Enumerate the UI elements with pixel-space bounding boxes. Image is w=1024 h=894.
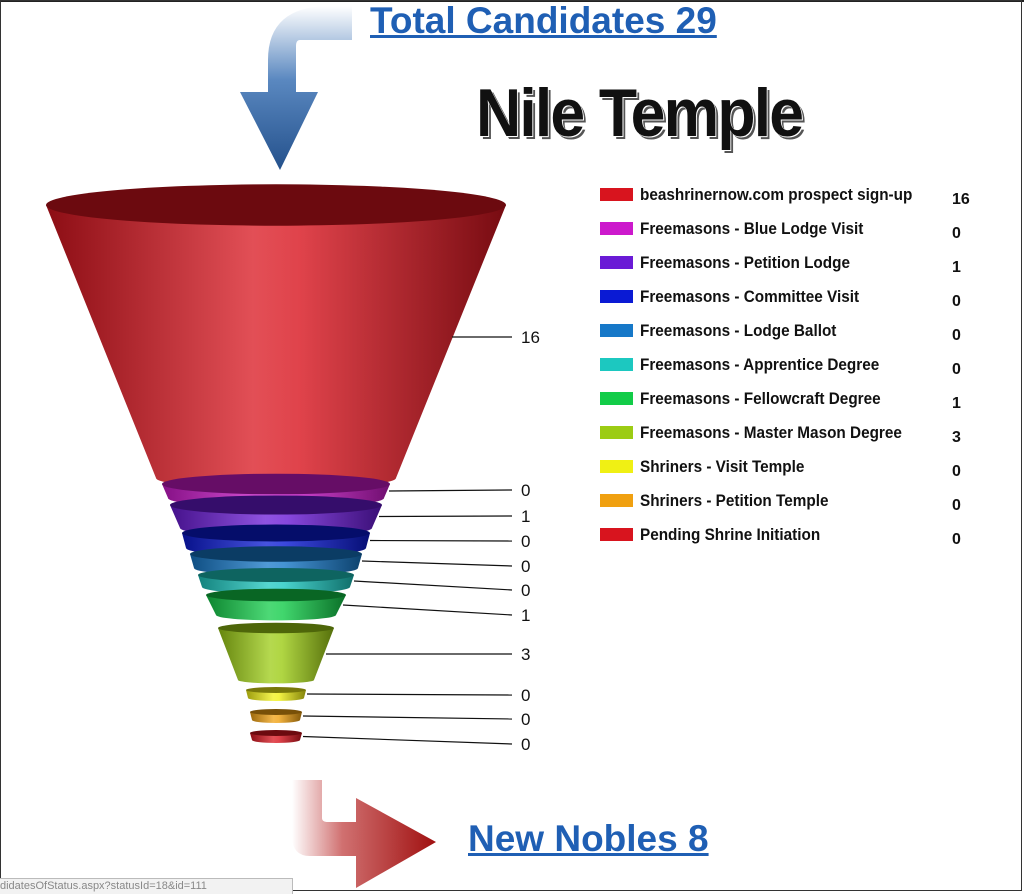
funnel-value-6: 1 (521, 606, 530, 625)
legend-label: Shriners - Petition Temple (640, 491, 829, 510)
leader-line-6 (342, 604, 513, 616)
legend-item: Freemasons - Apprentice Degree 0 (600, 355, 980, 389)
funnel-value-0: 16 (521, 328, 540, 347)
legend-swatch (600, 494, 633, 507)
legend-swatch (600, 392, 633, 405)
leader-line-5 (353, 580, 513, 591)
legend-swatch (600, 188, 633, 201)
funnel-leader-lines (302, 336, 513, 745)
funnel-value-7: 3 (521, 645, 530, 664)
legend-value: 16 (952, 191, 970, 208)
new-nobles-link[interactable]: New Nobles 8 (468, 818, 709, 859)
leader-line-2 (378, 515, 513, 518)
legend-label: Freemasons - Apprentice Degree (640, 355, 880, 374)
legend-item: Shriners - Visit Temple 0 (600, 457, 980, 491)
legend-swatch (600, 290, 633, 303)
legend-item: Pending Shrine Initiation 0 (600, 525, 980, 559)
leader-line-9 (302, 715, 513, 720)
funnel-value-2: 1 (521, 507, 530, 526)
legend-label: Pending Shrine Initiation (640, 525, 821, 544)
legend-label: Freemasons - Master Mason Degree (640, 423, 902, 442)
funnel-segment-9 (250, 709, 302, 723)
legend-label: Freemasons - Fellowcraft Degree (640, 389, 881, 408)
browser-status-bar: didatesOfStatus.aspx?statusId=18&id=111 (0, 878, 293, 894)
legend-label: Freemasons - Lodge Ballot (640, 321, 837, 340)
funnel-value-10: 0 (521, 735, 530, 754)
funnel-value-3: 0 (521, 532, 530, 551)
legend-item: Freemasons - Lodge Ballot 0 (600, 321, 980, 355)
funnel-segment-8 (246, 687, 306, 701)
leader-line-4 (361, 560, 513, 567)
leader-line-8 (306, 693, 513, 696)
legend-item: Freemasons - Petition Lodge 1 (600, 253, 980, 287)
legend-value: 1 (952, 395, 961, 412)
legend-swatch (600, 256, 633, 269)
legend-item: Freemasons - Committee Visit 0 (600, 287, 980, 321)
legend-swatch (600, 222, 633, 235)
funnel-value-labels: 16 0 1 0 0 0 1 3 0 0 0 (521, 328, 540, 754)
legend-label: Freemasons - Committee Visit (640, 287, 860, 306)
legend-value: 3 (952, 429, 961, 446)
legend-value: 0 (952, 327, 961, 344)
leader-line-10 (302, 735, 513, 745)
legend-item: Freemasons - Blue Lodge Visit 0 (600, 219, 980, 253)
legend-label: beashrinernow.com prospect sign-up (640, 185, 913, 204)
legend-item: Shriners - Petition Temple 0 (600, 491, 980, 525)
funnel-segment-6 (206, 588, 346, 621)
legend-value: 0 (952, 497, 961, 514)
legend-label: Shriners - Visit Temple (640, 457, 805, 476)
leader-line-3 (369, 539, 513, 542)
legend-value: 0 (952, 225, 961, 242)
funnel-segment-10 (250, 730, 302, 743)
legend-swatch (600, 324, 633, 337)
legend-value: 0 (952, 463, 961, 480)
legend-item: Freemasons - Fellowcraft Degree 1 (600, 389, 980, 423)
legend-swatch (600, 528, 633, 541)
total-candidates-link[interactable]: Total Candidates 29 (370, 0, 717, 41)
legend-value: 1 (952, 259, 961, 276)
legend-swatch (600, 358, 633, 371)
funnel-value-4: 0 (521, 557, 530, 576)
funnel-segment-7 (218, 622, 334, 684)
legend-item: beashrinernow.com prospect sign-up 16 (600, 185, 980, 219)
legend-value: 0 (952, 531, 961, 548)
down-arrow-icon (240, 6, 352, 170)
funnel-value-5: 0 (521, 581, 530, 600)
right-arrow-icon (292, 780, 436, 888)
legend-value: 0 (952, 293, 961, 310)
legend-label: Freemasons - Blue Lodge Visit (640, 219, 864, 238)
funnel-segment-5 (198, 567, 354, 594)
funnel-layers (46, 184, 506, 743)
funnel-value-8: 0 (521, 686, 530, 705)
status-url: didatesOfStatus.aspx?statusId=18&id=111 (0, 880, 207, 892)
chart-title: Nile Temple (476, 75, 804, 151)
funnel-value-1: 0 (521, 481, 530, 500)
leader-line-1 (388, 489, 513, 492)
legend-label: Freemasons - Petition Lodge (640, 253, 850, 272)
legend-value: 0 (952, 361, 961, 378)
legend-swatch (600, 426, 633, 439)
legend-swatch (600, 460, 633, 473)
funnel-segment-0 (46, 184, 506, 489)
window-top-border (0, 0, 1024, 2)
funnel-value-9: 0 (521, 710, 530, 729)
legend-item: Freemasons - Master Mason Degree 3 (600, 423, 980, 457)
